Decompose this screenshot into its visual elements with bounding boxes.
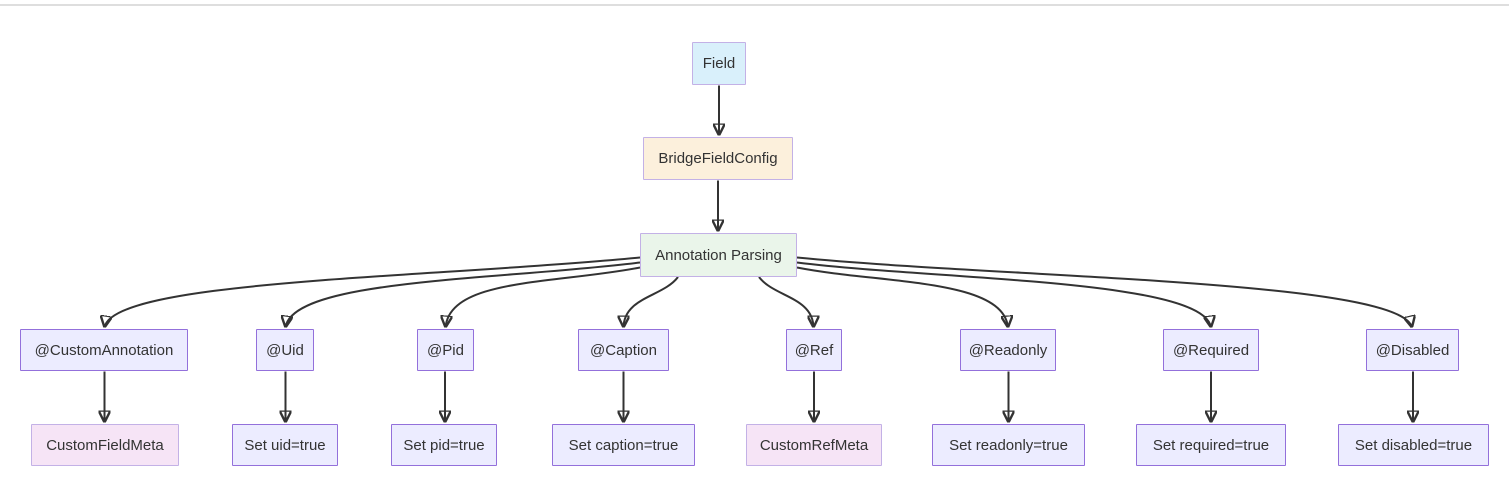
node-customrefmeta: CustomRefMeta [746, 424, 882, 466]
edge-annotationparsing-caption [624, 276, 679, 328]
node-pid-label: @Pid [427, 341, 464, 359]
node-bridgefieldconfig-label: BridgeFieldConfig [658, 150, 778, 167]
node-customfieldmeta-label: CustomFieldMeta [46, 436, 164, 454]
node-pid: @Pid [417, 329, 474, 371]
node-customfieldmeta: CustomFieldMeta [31, 424, 179, 466]
node-caption-label: @Caption [590, 341, 657, 359]
edge-annotationparsing-readonly [796, 266, 1008, 328]
node-ref: @Ref [786, 329, 842, 371]
node-annotation-parsing-label: Annotation Parsing [655, 246, 782, 264]
node-set-uid-label: Set uid=true [244, 436, 326, 454]
node-set-pid: Set pid=true [391, 424, 497, 466]
edge-annotationparsing-ref [758, 276, 814, 328]
node-set-pid-label: Set pid=true [403, 436, 485, 454]
node-disabled-label: @Disabled [1375, 341, 1450, 359]
edge-annotationparsing-customannotation [105, 256, 641, 328]
edge-annotationparsing-uid [286, 261, 641, 328]
node-caption: @Caption [578, 329, 669, 371]
edge-annotationparsing-pid [446, 266, 641, 328]
node-annotation-parsing: Annotation Parsing [640, 233, 797, 277]
node-required: @Required [1163, 329, 1259, 371]
node-readonly-label: @Readonly [968, 341, 1048, 359]
node-set-uid: Set uid=true [232, 424, 338, 466]
node-ref-label: @Ref [794, 341, 834, 359]
node-customrefmeta-label: CustomRefMeta [759, 436, 869, 454]
edge-annotationparsing-disabled [796, 256, 1412, 328]
node-set-disabled-label: Set disabled=true [1354, 436, 1473, 454]
node-customannotation: @CustomAnnotation [20, 329, 188, 371]
node-set-required-label: Set required=true [1152, 436, 1270, 454]
node-set-disabled: Set disabled=true [1338, 424, 1489, 466]
node-uid-label: @Uid [266, 341, 304, 359]
node-field-label: Field [702, 55, 736, 72]
node-set-caption: Set caption=true [552, 424, 695, 466]
node-set-required: Set required=true [1136, 424, 1286, 466]
node-uid: @Uid [256, 329, 314, 371]
node-bridgefieldconfig: BridgeFieldConfig [643, 137, 793, 180]
node-readonly: @Readonly [960, 329, 1056, 371]
top-divider [0, 4, 1509, 6]
node-disabled: @Disabled [1366, 329, 1459, 371]
node-set-readonly: Set readonly=true [932, 424, 1085, 466]
node-customannotation-label: @CustomAnnotation [34, 341, 174, 359]
node-set-caption-label: Set caption=true [568, 436, 679, 454]
edge-annotationparsing-required [796, 261, 1211, 328]
node-field: Field [692, 42, 746, 85]
node-set-readonly-label: Set readonly=true [949, 436, 1068, 454]
node-required-label: @Required [1172, 341, 1250, 359]
